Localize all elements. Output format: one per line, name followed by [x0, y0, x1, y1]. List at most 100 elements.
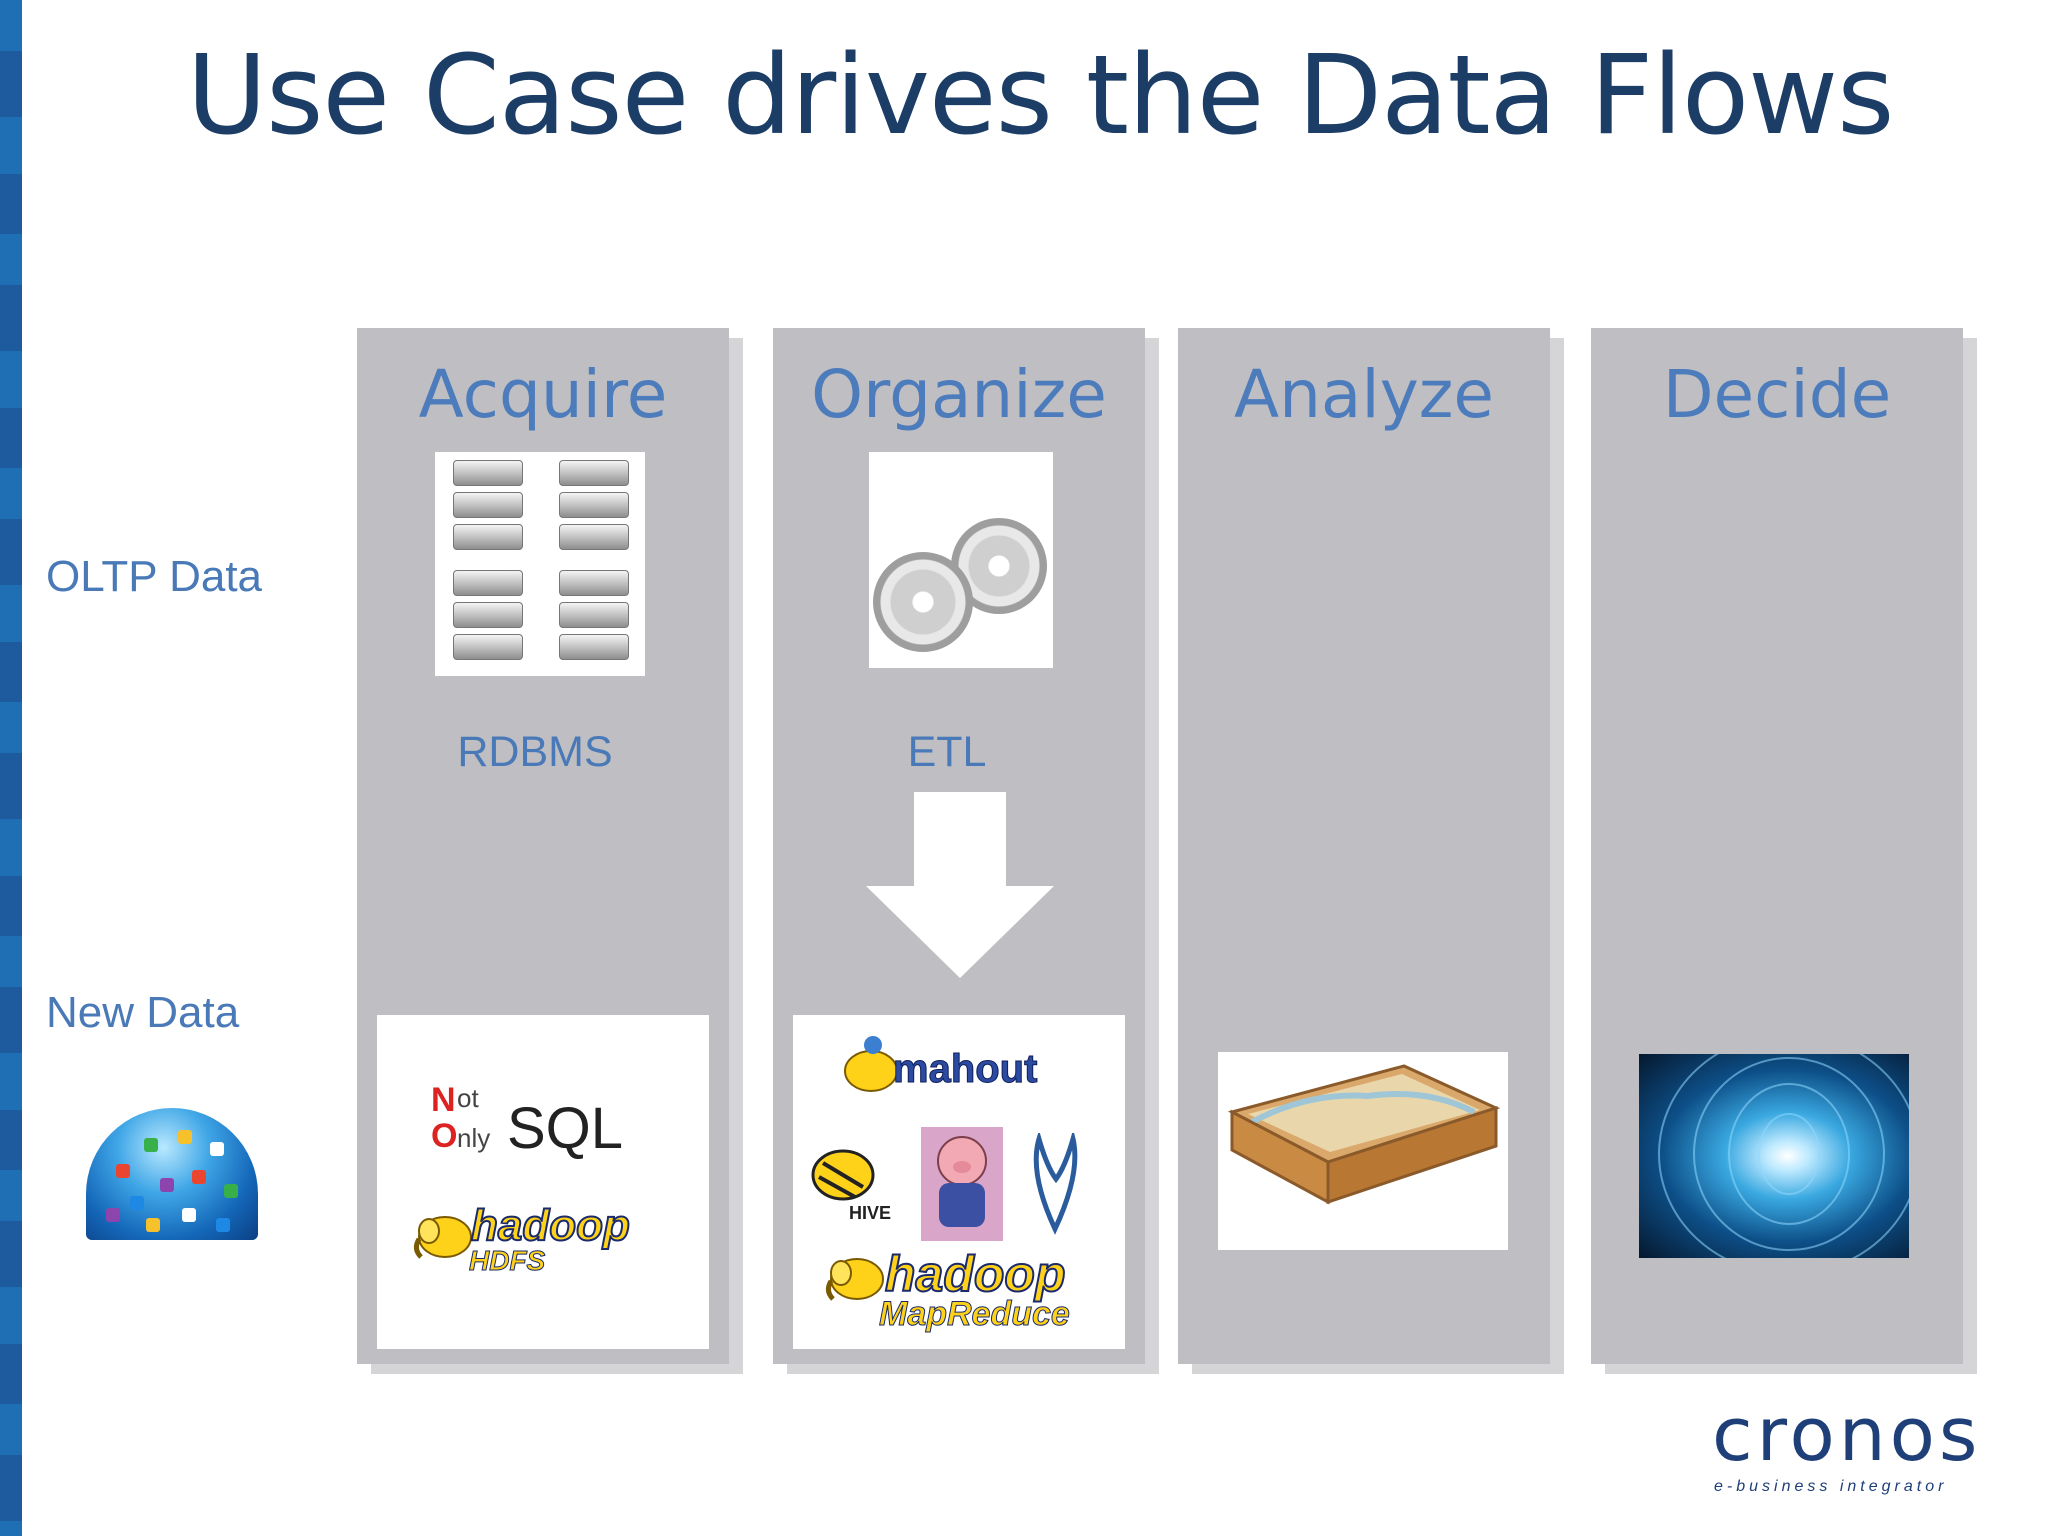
app-icon — [192, 1170, 206, 1184]
stripe-cell — [0, 659, 22, 683]
stripe-cell — [0, 215, 22, 234]
nosql-logo: N ot O nly SQL — [431, 1081, 624, 1161]
column-title-acquire: Acquire — [418, 356, 668, 433]
stripe-cell — [0, 1053, 22, 1073]
stripe-cell — [0, 351, 22, 371]
gear-icon — [873, 552, 973, 652]
app-icon — [224, 1184, 238, 1198]
database-icon — [453, 460, 523, 556]
stripe-cell — [0, 174, 22, 191]
cronos-logo: cronos e-business integrator — [1712, 1392, 1982, 1495]
stripe-cell — [0, 753, 22, 776]
stripe-cell — [0, 1088, 22, 1110]
stripe-cell — [0, 1221, 22, 1244]
pig-logo — [921, 1127, 1003, 1241]
column-decide: Decide — [1591, 328, 1963, 1364]
new-data-acquire-box: N ot O nly SQL hadoop HDFS — [377, 1015, 709, 1349]
stripe-cell — [0, 1307, 22, 1322]
pig-icon — [937, 1136, 987, 1227]
stripe-cell — [0, 1322, 22, 1344]
down-arrow-icon — [866, 792, 1054, 978]
stripe-cell — [0, 1127, 22, 1151]
impala-logo — [1025, 1129, 1087, 1235]
stripe-cell — [0, 839, 22, 854]
stripe-cell — [0, 117, 22, 137]
hadoop-elephant-icon — [413, 1216, 472, 1259]
stripe-cell — [0, 482, 22, 503]
stripe-cell — [0, 137, 22, 152]
stripe-cell — [0, 716, 22, 737]
stripe-cell — [0, 92, 22, 117]
stripe-cell — [0, 1361, 22, 1385]
app-icon — [160, 1178, 174, 1192]
app-icon — [144, 1138, 158, 1152]
binary-tunnel-icon — [1658, 1054, 1909, 1258]
caption-etl: ETL — [907, 728, 987, 776]
column-acquire: Acquire RDBMS N ot O nly SQL — [357, 328, 729, 1364]
column-title-organize: Organize — [811, 356, 1107, 433]
stripe-cell — [0, 1244, 22, 1262]
column-title-decide: Decide — [1662, 356, 1892, 433]
stripe-cell — [0, 51, 22, 74]
stripe-cell — [0, 1073, 22, 1088]
app-icon — [216, 1218, 230, 1232]
stripe-cell — [0, 1418, 22, 1439]
stripe-cell — [0, 234, 22, 248]
stripe-cell — [0, 152, 22, 174]
stripe-cell — [0, 74, 22, 92]
app-icon — [106, 1208, 120, 1222]
stripe-cell — [0, 1344, 22, 1361]
decorative-side-stripe — [0, 0, 22, 1536]
stripe-cell — [0, 1010, 22, 1028]
app-icon — [210, 1142, 224, 1156]
stripe-cell — [0, 702, 22, 716]
caption-rdbms: RDBMS — [457, 728, 613, 776]
stripe-cell — [0, 35, 22, 51]
sandbox-image — [1218, 1052, 1508, 1250]
stripe-cell — [0, 248, 22, 269]
stripe-cell — [0, 1287, 22, 1307]
stripe-cell — [0, 1439, 22, 1455]
database-cluster-image — [435, 452, 645, 676]
mahout-logo: mahout — [841, 1033, 1051, 1099]
stripe-cell — [0, 449, 22, 468]
row-label-new-data: New Data — [46, 988, 240, 1037]
stripe-cell — [0, 1110, 22, 1127]
stripe-cell — [0, 1385, 22, 1404]
column-analyze: Analyze — [1178, 328, 1550, 1364]
database-icon — [453, 570, 523, 666]
stripe-cell — [0, 936, 22, 950]
stripe-cell — [0, 408, 22, 425]
stripe-cell — [0, 1028, 22, 1053]
stripe-cell — [0, 642, 22, 659]
stripe-cell — [0, 1170, 22, 1184]
stripe-cell — [0, 776, 22, 794]
binary-tunnel-image — [1639, 1054, 1909, 1258]
row-label-oltp-data: OLTP Data — [46, 552, 263, 601]
stripe-cell — [0, 605, 22, 620]
app-icon — [116, 1164, 130, 1178]
stripe-cell — [0, 917, 22, 936]
stripe-cell — [0, 519, 22, 542]
stripe-cell — [0, 1262, 22, 1287]
stripe-cell — [0, 1455, 22, 1478]
stripe-cell — [0, 191, 22, 215]
stripe-cell — [0, 737, 22, 753]
database-icon — [559, 570, 629, 666]
hadoop-hdfs-logo: hadoop HDFS — [411, 1200, 661, 1281]
app-icon — [178, 1130, 192, 1144]
stripe-cell — [0, 560, 22, 585]
hadoop-elephant-icon — [825, 1258, 884, 1301]
hive-logo: HIVE — [809, 1143, 895, 1227]
stripe-cell — [0, 876, 22, 893]
stripe-cell — [0, 308, 22, 326]
hive-bee-icon — [811, 1149, 875, 1201]
column-organize: Organize ETL mahout HIVE — [773, 328, 1145, 1364]
app-icon — [182, 1208, 196, 1222]
stripe-cell — [0, 893, 22, 917]
hadoop-mapreduce-logo: hadoop MapReduce — [823, 1245, 1113, 1341]
stripe-cell — [0, 854, 22, 876]
stripe-cell — [0, 285, 22, 308]
stripe-cell — [0, 1496, 22, 1521]
column-title-analyze: Analyze — [1233, 356, 1495, 433]
